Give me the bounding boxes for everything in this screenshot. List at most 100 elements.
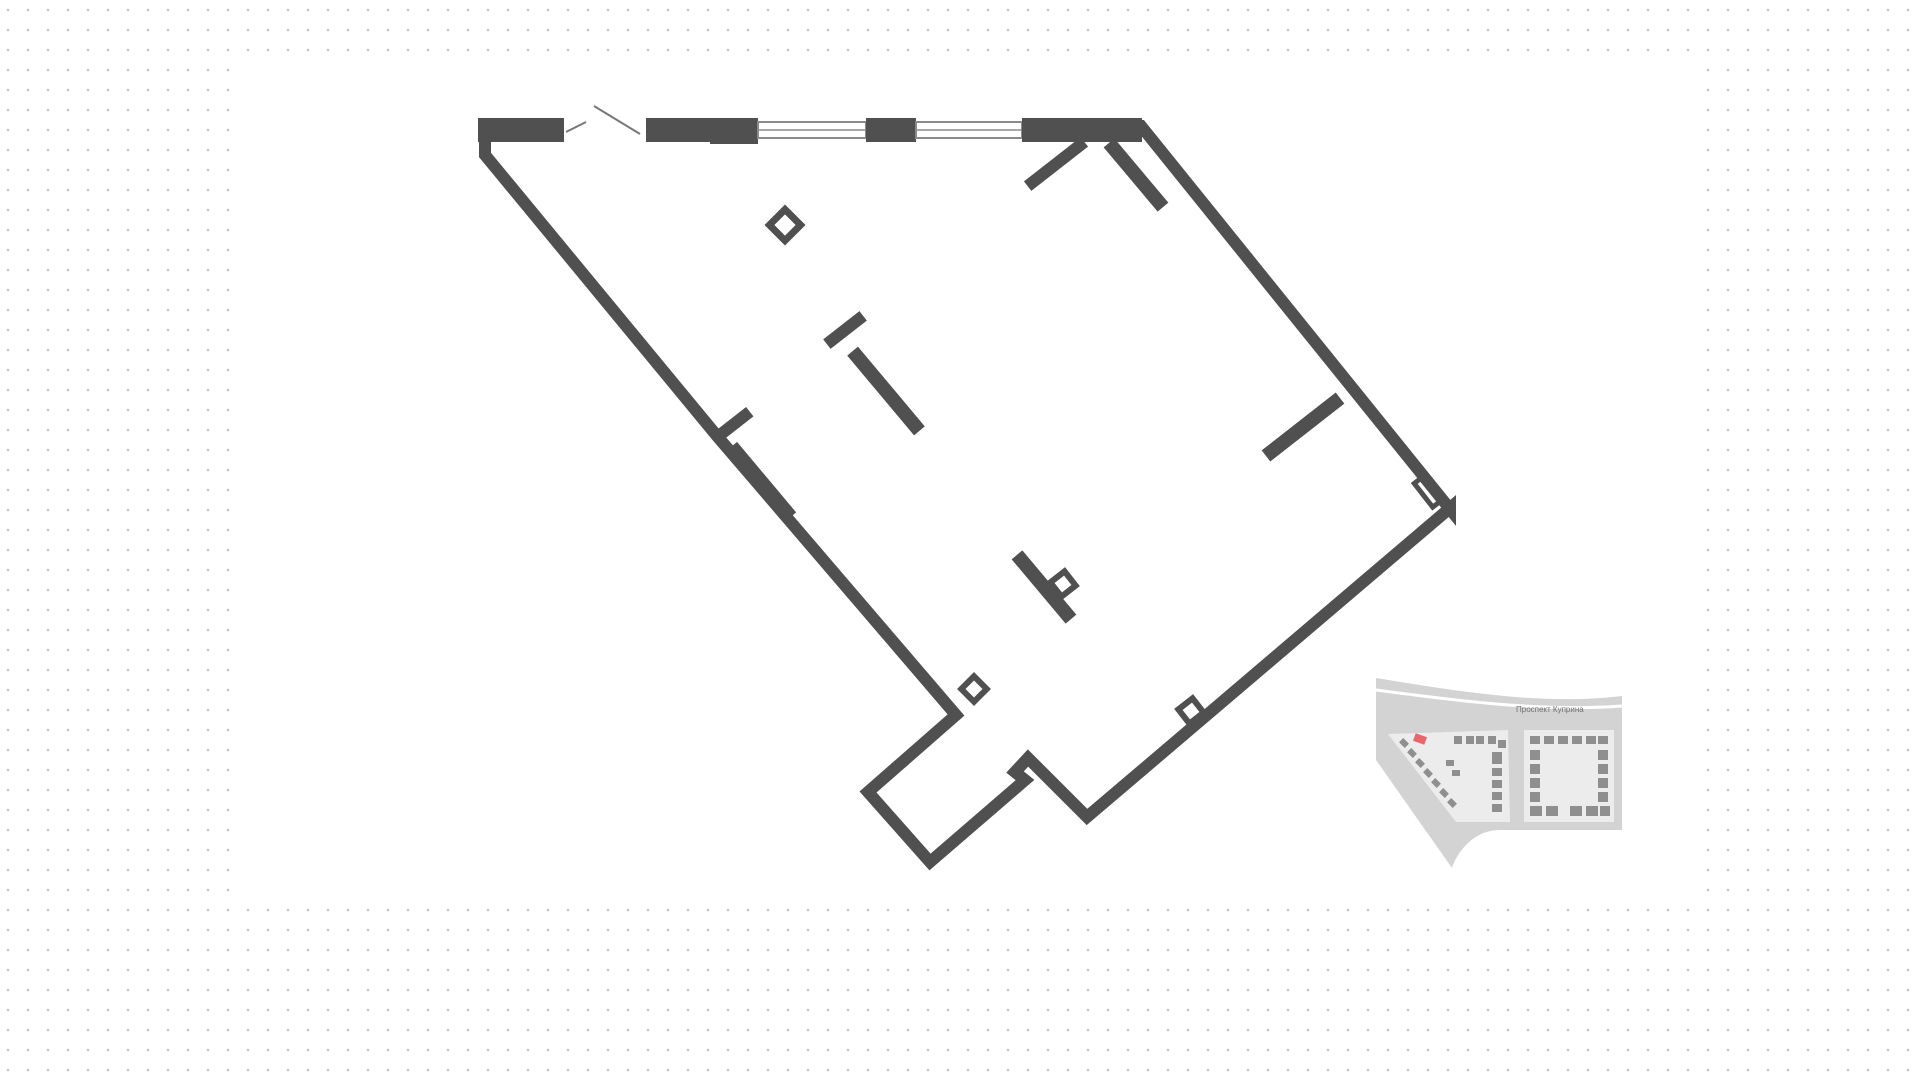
grid-dot [886,28,890,32]
grid-dot [206,308,210,312]
grid-dot [6,628,10,632]
grid-dot [146,408,150,412]
grid-dot [1826,168,1830,172]
grid-dot [1546,908,1550,912]
grid-dot [1726,448,1730,452]
grid-dot [1866,748,1870,752]
grid-dot [1626,988,1630,992]
grid-dot [166,328,170,332]
grid-dot [1766,988,1770,992]
grid-dot [1766,188,1770,192]
grid-dot [586,928,590,932]
grid-dot [586,28,590,32]
grid-dot [1106,928,1110,932]
grid-dot [1886,968,1890,972]
grid-dot [1826,708,1830,712]
grid-dot [406,988,410,992]
grid-dot [746,928,750,932]
grid-dot [1726,88,1730,92]
grid-dot [726,28,730,32]
grid-dot [1826,108,1830,112]
grid-dot [286,28,290,32]
grid-dot [106,708,110,712]
grid-dot [146,428,150,432]
grid-dot [366,948,370,952]
grid-dot [1726,408,1730,412]
grid-dot [766,1028,770,1032]
grid-dot [166,668,170,672]
grid-dot [806,1068,810,1072]
grid-dot [1246,8,1250,12]
grid-dot [1706,828,1710,832]
grid-dot [166,928,170,932]
grid-dot [46,908,50,912]
grid-dot [146,288,150,292]
grid-dot [106,488,110,492]
grid-dot [466,1028,470,1032]
grid-dot [1226,988,1230,992]
grid-dot [286,1068,290,1072]
grid-dot [1886,988,1890,992]
grid-dot [746,8,750,12]
grid-dot [166,708,170,712]
grid-dot [446,948,450,952]
grid-dot [1186,1048,1190,1052]
grid-dot [186,328,190,332]
grid-dot [1346,1008,1350,1012]
grid-dot [1246,1008,1250,1012]
grid-dot [1206,908,1210,912]
grid-dot [6,368,10,372]
grid-dot [106,748,110,752]
grid-dot [1826,588,1830,592]
grid-dot [226,328,230,332]
grid-dot [1746,808,1750,812]
grid-dot [1886,928,1890,932]
grid-dot [1846,528,1850,532]
grid-dot [1766,668,1770,672]
grid-dot [1766,928,1770,932]
grid-dot [1706,788,1710,792]
grid-dot [26,548,30,552]
grid-dot [46,788,50,792]
grid-dot [666,48,670,52]
grid-dot [1846,148,1850,152]
grid-dot [1686,968,1690,972]
grid-dot [1846,588,1850,592]
grid-dot [146,148,150,152]
grid-dot [1886,548,1890,552]
grid-dot [126,708,130,712]
grid-dot [66,48,70,52]
grid-dot [1866,548,1870,552]
grid-dot [26,228,30,232]
grid-dot [1866,428,1870,432]
grid-dot [886,988,890,992]
grid-dot [1046,1008,1050,1012]
grid-dot [1806,28,1810,32]
grid-dot [466,968,470,972]
grid-dot [446,1028,450,1032]
grid-dot [1906,148,1910,152]
grid-dot [546,1048,550,1052]
grid-dot [486,1008,490,1012]
grid-dot [1806,648,1810,652]
grid-dot [426,1028,430,1032]
grid-dot [86,948,90,952]
grid-dot [1666,8,1670,12]
grid-dot [106,548,110,552]
grid-dot [6,688,10,692]
grid-dot [6,408,10,412]
grid-dot [326,1068,330,1072]
grid-dot [1766,288,1770,292]
grid-dot [1526,1008,1530,1012]
grid-dot [1766,348,1770,352]
grid-dot [906,48,910,52]
grid-dot [1386,1068,1390,1072]
grid-dot [326,1028,330,1032]
grid-dot [1486,1008,1490,1012]
grid-dot [1306,1068,1310,1072]
grid-dot [206,348,210,352]
grid-dot [986,988,990,992]
grid-dot [206,428,210,432]
grid-dot [226,728,230,732]
grid-dot [1886,708,1890,712]
